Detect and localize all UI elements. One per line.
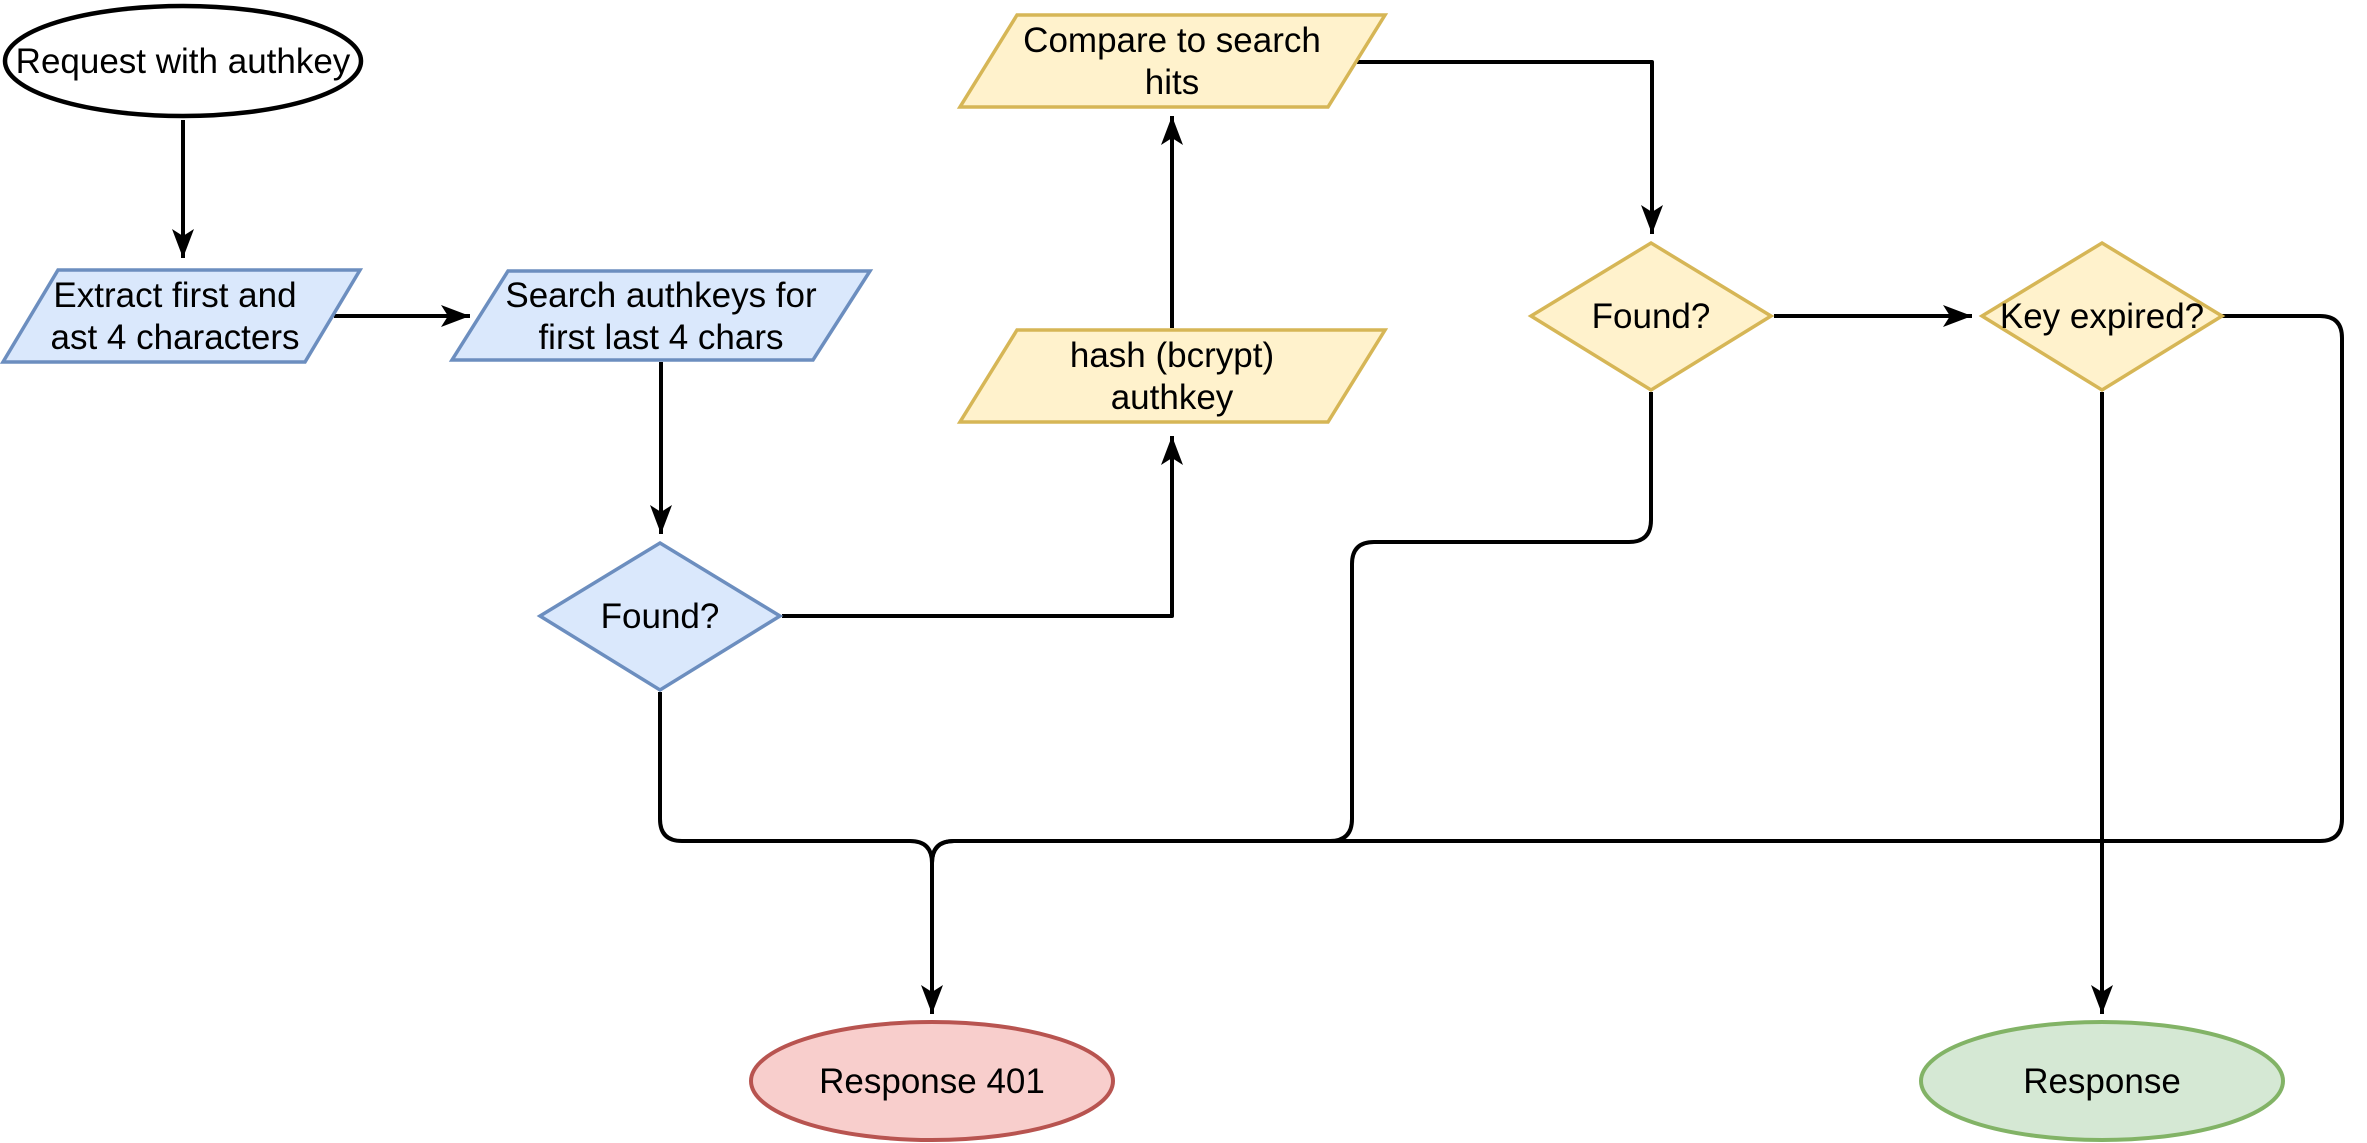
node-start-label: Request with authkey xyxy=(16,42,351,81)
node-hash-label-line1: hash (bcrypt) xyxy=(1070,336,1274,375)
node-hash-parallelogram xyxy=(956,328,1389,424)
node-found-blue-label: Found? xyxy=(601,597,720,636)
node-response-label: Response xyxy=(2023,1062,2181,1101)
node-start-ellipse xyxy=(2,3,364,119)
node-response401-ellipse xyxy=(749,1020,1115,1142)
node-search-label-line2: first last 4 chars xyxy=(538,318,783,357)
node-found-blue-diamond xyxy=(536,540,784,693)
node-key-expired-diamond xyxy=(1978,240,2226,393)
node-key-expired-label: Key expired? xyxy=(2000,297,2204,336)
edge-found2-response401 xyxy=(930,392,1653,864)
node-response401-label: Response 401 xyxy=(819,1062,1045,1101)
node-compare-label-line2: hits xyxy=(1145,63,1199,102)
edge-keyexpired-response401 xyxy=(930,314,2344,864)
node-hash-label-line2: authkey xyxy=(1111,378,1234,417)
node-extract-label-line1: Extract first and xyxy=(53,276,296,315)
node-extract-parallelogram xyxy=(0,268,364,364)
node-search-parallelogram xyxy=(448,269,874,362)
node-found-yellow-label: Found? xyxy=(1592,297,1711,336)
node-response-ellipse xyxy=(1919,1020,2285,1142)
node-compare-label-line1: Compare to search xyxy=(1023,21,1321,60)
edge-found1-hash xyxy=(782,436,1183,618)
edge-found1-response401 xyxy=(658,692,943,1014)
edge-compare-found2 xyxy=(1357,60,1663,234)
node-extract-label-line2: ast 4 characters xyxy=(51,318,300,357)
node-search-label-line1: Search authkeys for xyxy=(505,276,817,315)
node-found-yellow-diamond xyxy=(1527,240,1775,393)
nodes: Request with authkey Extract first and a… xyxy=(0,3,2285,1142)
node-compare-parallelogram xyxy=(956,13,1389,109)
edges xyxy=(172,60,2344,1014)
